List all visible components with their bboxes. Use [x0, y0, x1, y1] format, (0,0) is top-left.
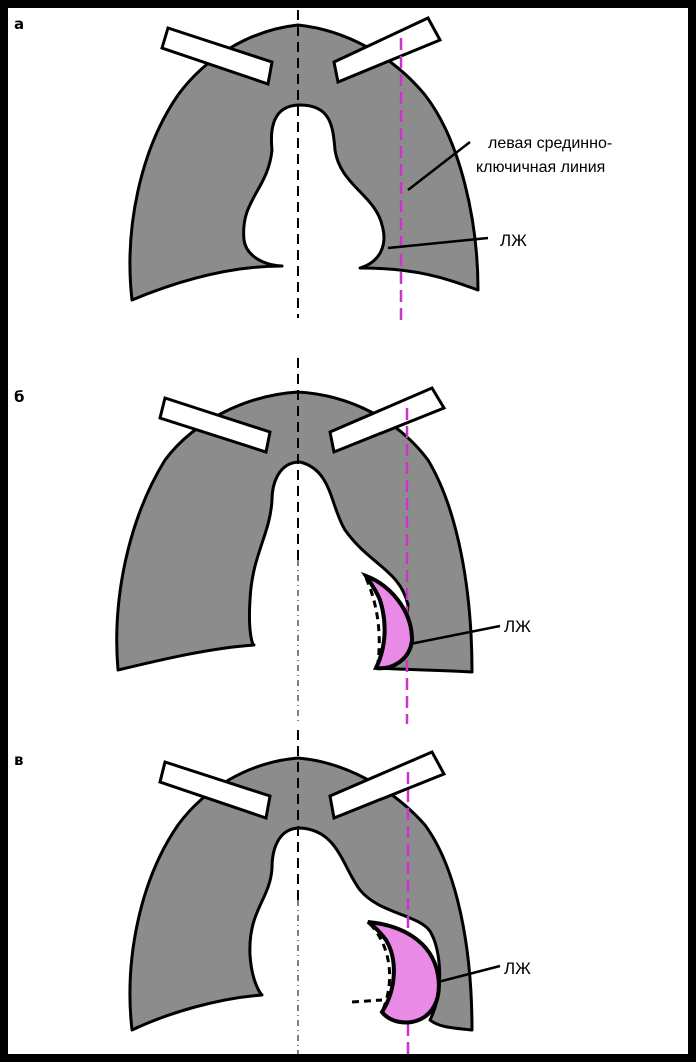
lv-label-b: ЛЖ: [504, 617, 531, 636]
panel-letter-c: в: [14, 751, 24, 769]
panel-letter-b: б: [14, 388, 24, 406]
mcl-label-line2: ключичная линия: [476, 159, 605, 176]
lv-label-c: ЛЖ: [504, 959, 531, 978]
diaphragm-dash-c: [352, 1000, 382, 1002]
lv-label-a: ЛЖ: [500, 231, 527, 250]
panel-letter-a: а: [14, 15, 24, 33]
mcl-label-line1: левая срединно-: [488, 135, 612, 152]
